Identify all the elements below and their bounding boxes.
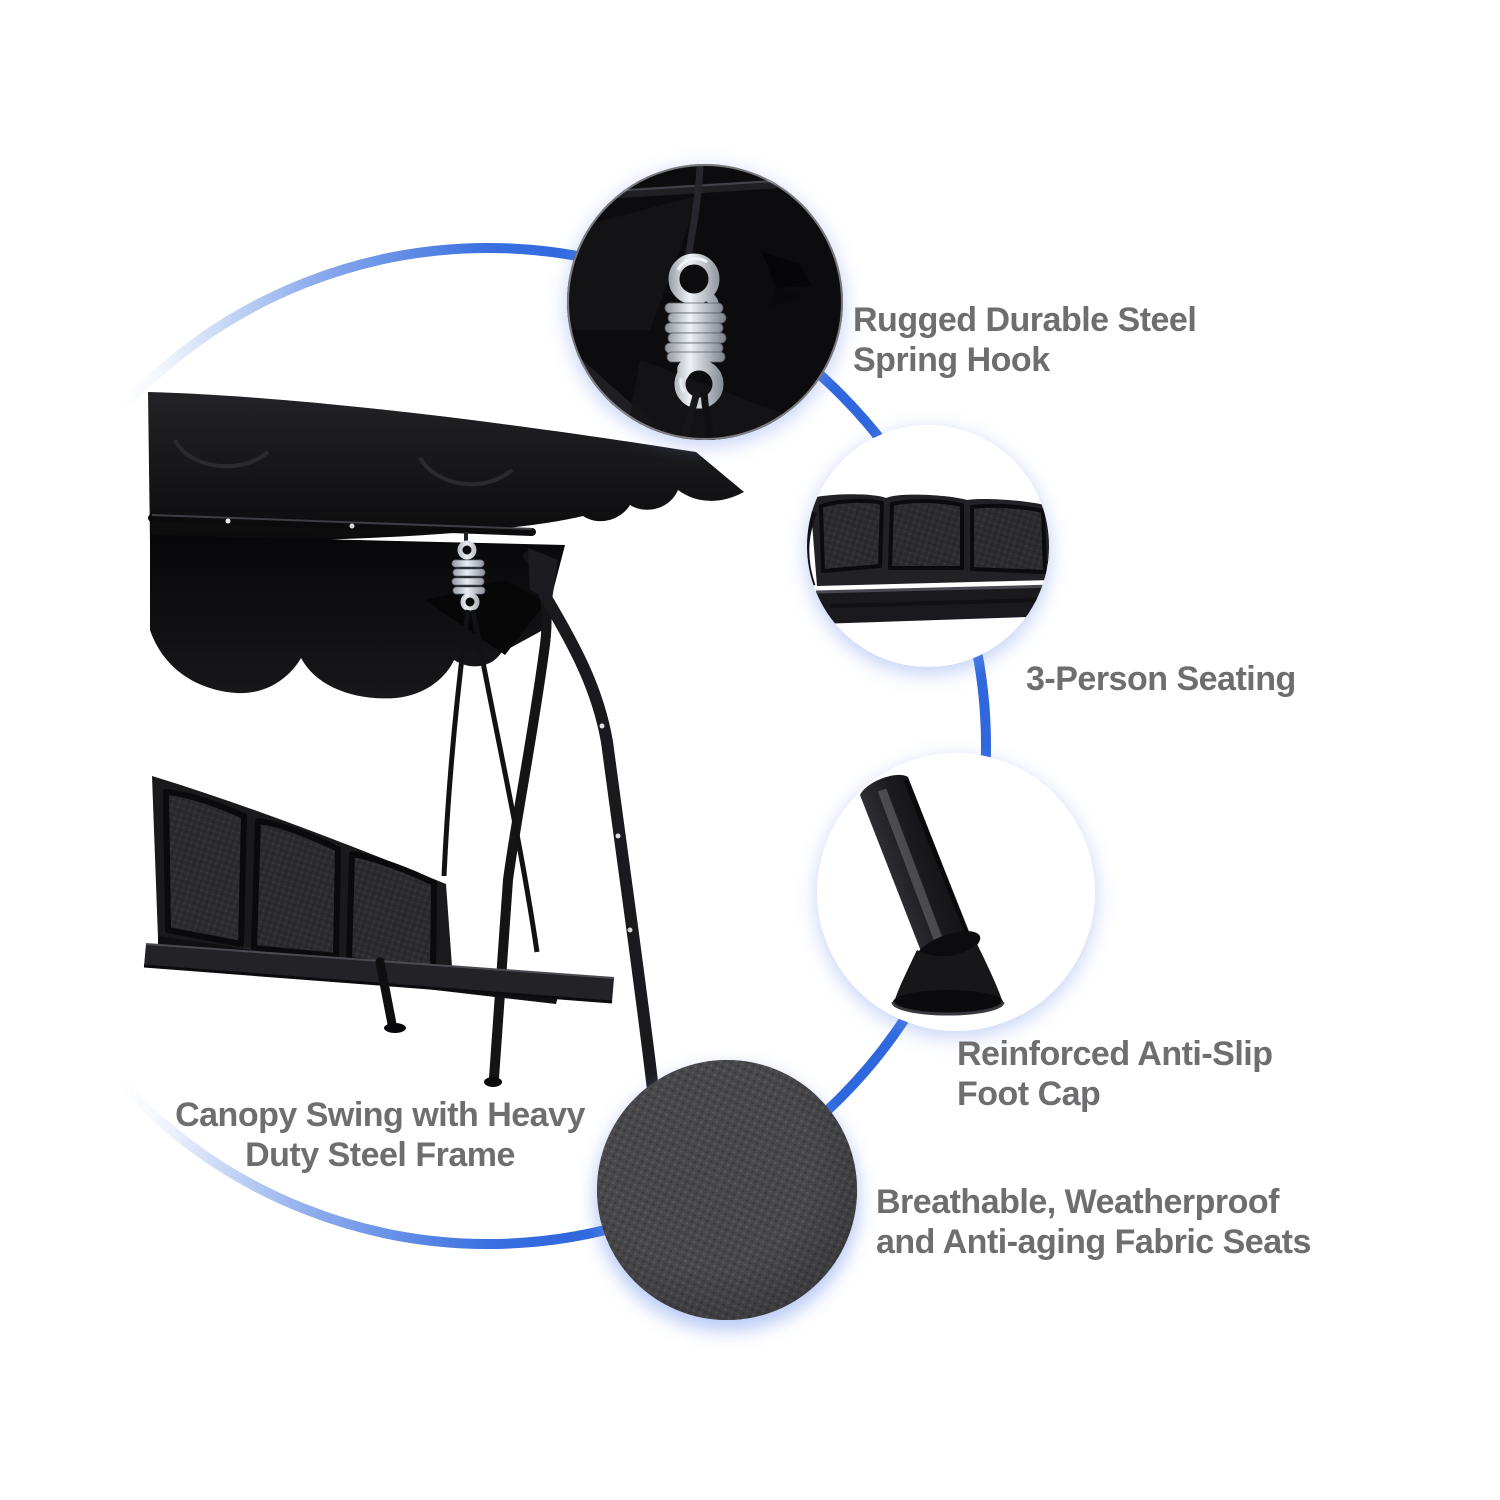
suspension-rod-right xyxy=(470,609,540,953)
fabric-swatch-shade xyxy=(597,1060,857,1320)
seat-bar-shadow xyxy=(829,598,1041,608)
callout-circle-spring-hook xyxy=(565,164,845,447)
callout-circle-foot-cap xyxy=(815,753,1097,1039)
label-product-title: Canopy Swing with Heavy Duty Steel Frame xyxy=(130,1095,630,1175)
seat-frame-hook xyxy=(1046,557,1049,579)
rivet xyxy=(627,927,633,933)
callout-connector-ring xyxy=(0,243,991,1249)
bench-back-panel xyxy=(163,789,247,947)
label-line: Breathable, Weatherproof xyxy=(876,1183,1280,1221)
label-line: Rugged Durable Steel xyxy=(853,301,1197,339)
bench-kickstand xyxy=(375,957,397,1029)
seat-bar-highlight xyxy=(815,584,1049,594)
rivet xyxy=(349,523,355,529)
label-fabric: Breathable, Weatherproof and Anti-aging … xyxy=(876,1182,1311,1262)
canopy-frame-bar xyxy=(611,179,777,199)
callout-circle-fabric xyxy=(595,1060,859,1331)
canopy-scallop-seam xyxy=(418,456,514,487)
rear-foot-cap xyxy=(484,1077,502,1087)
rivet xyxy=(599,723,605,729)
label-line: Reinforced Anti-Slip xyxy=(957,1035,1273,1073)
canopy-support-bar xyxy=(148,514,536,536)
label-foot-cap: Reinforced Anti-Slip Foot Cap xyxy=(957,1034,1273,1114)
hook-rod xyxy=(700,391,722,440)
rivet xyxy=(615,833,621,839)
leg-tube xyxy=(860,774,972,959)
label-line: and Anti-aging Fabric Seats xyxy=(876,1223,1311,1262)
label-spring-hook: Rugged Durable Steel Spring Hook xyxy=(853,300,1197,380)
label-line: Canopy Swing with Heavy xyxy=(175,1096,585,1134)
frame-front-leg xyxy=(539,590,660,1104)
canopy-fold xyxy=(567,195,700,330)
canopy-top xyxy=(148,392,744,543)
foot-cap-rim xyxy=(893,990,1003,1014)
spring-hook-small xyxy=(451,532,486,612)
canopy-tie xyxy=(762,252,812,288)
canopy-scallop-seam xyxy=(173,439,270,469)
bench-under-frame-shadow xyxy=(143,964,613,1004)
bench-seat xyxy=(143,776,615,1033)
callout-circle-seating xyxy=(805,425,1051,675)
label-line: Duty Steel Frame xyxy=(245,1136,515,1175)
label-seating: 3-Person Seating xyxy=(1026,659,1296,699)
seat-frame-hook xyxy=(1044,509,1049,523)
suspension-rod-left xyxy=(441,609,471,877)
callout-rim xyxy=(567,164,843,440)
swing-product-photo xyxy=(143,392,744,1104)
label-line: Foot Cap xyxy=(957,1075,1101,1114)
seat-bar xyxy=(816,586,1049,624)
spring-hook-zoom xyxy=(664,253,727,409)
frame-apex-joint xyxy=(528,548,558,600)
rivet xyxy=(225,518,231,524)
canopy-corner-flap xyxy=(425,580,546,655)
leg-tube-edge xyxy=(903,779,973,941)
label-line: 3-Person Seating xyxy=(1026,660,1296,698)
seatback-panel xyxy=(970,503,1047,574)
bench-back-panel xyxy=(346,851,437,973)
bench-back-panel xyxy=(251,818,341,959)
canopy-tie xyxy=(768,288,806,308)
hook-rod xyxy=(672,391,701,440)
canopy-frame-bar-highlight xyxy=(611,180,777,192)
canopy-support-bar-highlight xyxy=(151,514,533,530)
seatback-panel xyxy=(819,498,884,573)
leg-tube-highlight xyxy=(877,788,945,946)
kickstand-foot xyxy=(384,1023,406,1033)
label-line: Spring Hook xyxy=(853,341,1050,380)
foot-cap-rim-highlight xyxy=(891,1001,1005,1016)
seatback-panel xyxy=(888,499,964,570)
